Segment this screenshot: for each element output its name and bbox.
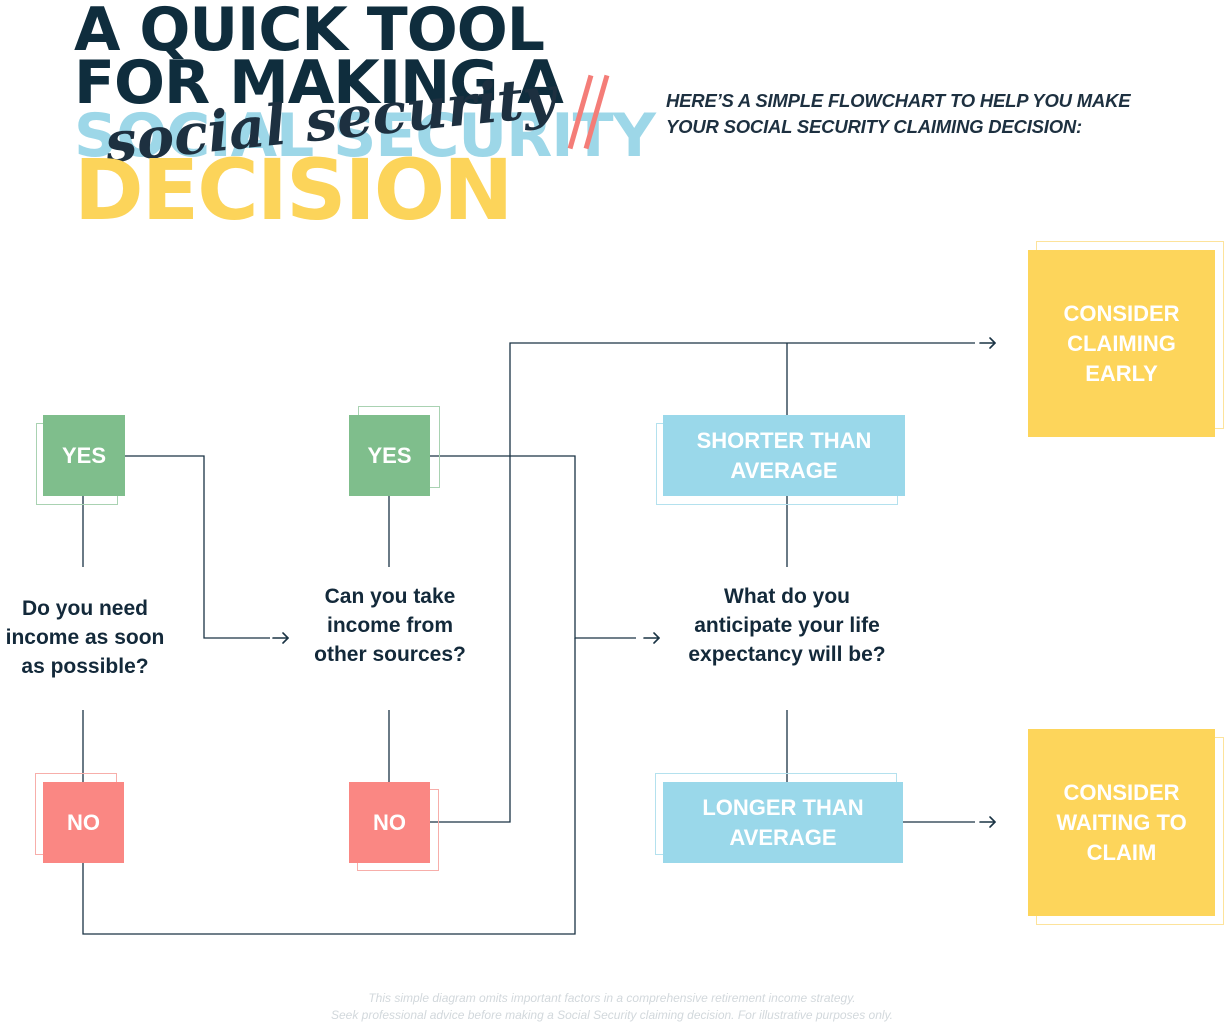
question-2: Can you take income from other sources? (314, 585, 466, 666)
consider-claiming-early-box: CONSIDER CLAIMING EARLY (1028, 250, 1215, 437)
title-line-4: DECISION (74, 141, 513, 239)
no-box-2: NO (349, 782, 430, 863)
footnote-line-2: Seek professional advice before making a… (330, 1008, 894, 1022)
footnote-line-1: This simple diagram omits important fact… (368, 991, 856, 1005)
line-no2-early (430, 342, 975, 823)
title-line-1: A QUICK TOOL (74, 0, 545, 65)
intro-line-2: YOUR SOCIAL SECURITY CLAIMING DECISION: (666, 116, 1083, 137)
yes-box-1: YES (43, 415, 125, 496)
no-box-1: NO (43, 782, 124, 863)
shorter-than-average-box: SHORTER THAN AVERAGE (663, 415, 905, 496)
intro-text: HERE’S A SIMPLE FLOWCHART TO HELP YOU MA… (666, 88, 1186, 140)
arrow-to-wait-icon (979, 816, 996, 828)
line-yes2-q3 (430, 455, 636, 639)
intro-line-1: HERE’S A SIMPLE FLOWCHART TO HELP YOU MA… (666, 90, 1131, 111)
longer-than-average-box: LONGER THAN AVERAGE (663, 782, 903, 863)
line-yes1-q2 (125, 455, 270, 639)
arrow-to-q3-icon (643, 632, 660, 644)
arrow-to-q2-icon (272, 632, 289, 644)
line-no1-bottom (82, 638, 576, 935)
yes-box-2: YES (349, 415, 430, 496)
question-3: What do you anticipate your life expecta… (688, 585, 886, 666)
title-line-2: FOR MAKING A (74, 48, 564, 118)
question-1: Do you need income as soon as possible? (5, 597, 165, 678)
consider-waiting-to-claim-box: CONSIDER WAITING TO CLAIM (1028, 729, 1215, 916)
title-line-3: SOCIAL SECURITY (74, 101, 656, 171)
arrow-to-early-icon (979, 337, 996, 349)
